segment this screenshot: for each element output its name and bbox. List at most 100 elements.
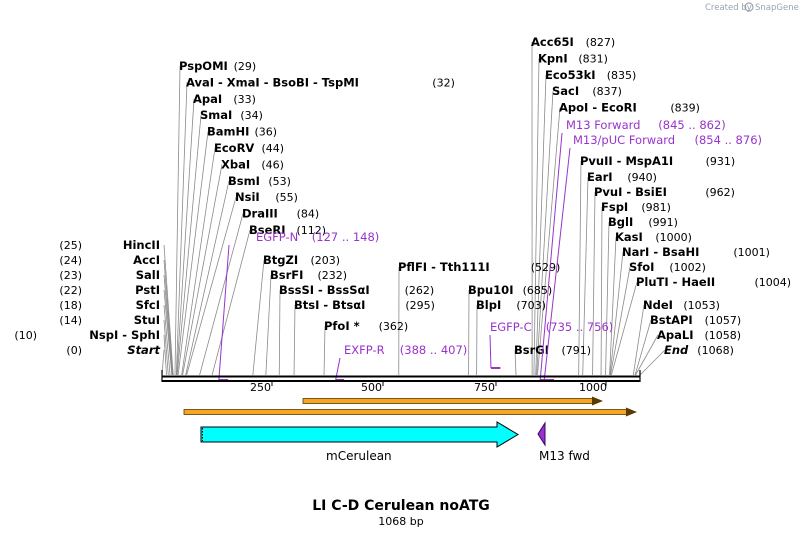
cut-site-leader-line <box>265 274 272 376</box>
cut-site-leader-line <box>514 349 517 376</box>
cut-site-leader-line <box>182 164 223 376</box>
cut-site-acc65i[interactable]: Acc65I(827) <box>531 35 615 49</box>
cut-site-sali[interactable]: SalI(23) <box>59 268 160 282</box>
cut-site-leader-line <box>537 107 561 376</box>
primer-exfp-r[interactable]: EXFP-R(388 .. 407) <box>335 343 468 381</box>
cut-site-kasi[interactable]: KasI(1000) <box>615 230 692 244</box>
cut-site-name: HincII <box>123 238 160 252</box>
cut-site-position: (1000) <box>655 231 692 244</box>
cut-site-position: (1004) <box>755 276 792 289</box>
feature-mcerulean[interactable]: mCerulean <box>200 421 519 463</box>
cut-site-stui[interactable]: StuI(14) <box>59 313 160 327</box>
cut-site-leader-line <box>632 304 645 376</box>
cut-site-sfci[interactable]: SfcI(18) <box>59 298 160 312</box>
cut-site-sfoi[interactable]: SfoI(1002) <box>629 260 706 274</box>
cut-site-ndei[interactable]: NdeI(1053) <box>643 298 720 312</box>
cut-site-pvuii-mspa1i[interactable]: PvuII - MspA1I(931) <box>580 154 735 168</box>
cut-site-name: NarI - BsaHI <box>622 245 699 259</box>
primer-m13-forward[interactable]: M13 Forward(845 .. 862) <box>539 118 726 381</box>
orf-long[interactable] <box>183 407 637 417</box>
primer-range: (735 .. 756) <box>546 320 614 334</box>
cut-site-position: (529) <box>531 261 561 274</box>
cut-site-draiii[interactable]: DraIII(84) <box>242 207 319 221</box>
cut-site-eco53ki[interactable]: Eco53kI (835) <box>545 68 636 82</box>
cut-site-bsrgi[interactable]: BsrGI(791) <box>514 343 591 357</box>
cut-site-name: BlpI <box>476 298 501 312</box>
cut-site-pluti-haeii[interactable]: PluTI - HaeII(1004) <box>636 275 791 289</box>
cut-site-end[interactable]: End(1068) <box>664 343 734 357</box>
cut-site-start[interactable]: Start (0) <box>66 343 160 357</box>
cut-site-position: (0) <box>66 344 82 357</box>
cut-site-name: AvaI - XmaI - BsoBI - TspMI <box>186 75 359 89</box>
cut-site-name: BtsI - BtsαI <box>294 298 365 312</box>
cut-site-bgli[interactable]: BglI(991) <box>608 215 678 229</box>
cut-site-kpni[interactable]: KpnI(831) <box>538 51 608 65</box>
primer-name: EGFP-N <box>256 230 298 244</box>
cut-site-bsssi-bsss-i[interactable]: BssSI - BssSαI(262) <box>279 283 434 297</box>
cut-site-name: Acc65I <box>531 35 574 49</box>
cut-site-bsmi[interactable]: BsmI(53) <box>228 174 291 188</box>
cut-site-nspi-sphi[interactable]: NspI - SphI(10) <box>14 328 160 342</box>
cut-site-name: Start <box>127 343 160 357</box>
map-title-block: LI C-D Cerulean noATG 1068 bp <box>312 498 490 528</box>
cut-site-bsrfi[interactable]: BsrFI(232) <box>270 268 347 282</box>
feature-m13-fwd[interactable]: M13 fwd <box>537 421 590 463</box>
cut-site-leader-line <box>211 229 251 376</box>
cut-site-xbai[interactable]: XbaI(46) <box>221 157 284 171</box>
cut-site-fspi[interactable]: FspI(981) <box>601 200 671 214</box>
cut-site-hincii[interactable]: HincII(25) <box>59 238 160 252</box>
cut-site-leader-lines <box>161 41 666 376</box>
cut-site-position: (835) <box>607 69 637 82</box>
orf-short[interactable] <box>302 396 603 406</box>
sequence-backbone <box>161 370 641 382</box>
cut-site-bpu10i[interactable]: Bpu10I(685) <box>468 283 552 297</box>
cut-site-leader-line <box>592 191 596 376</box>
cut-site-name: Eco53kI <box>545 68 596 82</box>
cut-site-pvui-bsiei[interactable]: PvuI - BsiEI(962) <box>594 185 735 199</box>
cut-site-leader-line <box>635 334 659 376</box>
cut-site-smai[interactable]: SmaI(34) <box>200 108 263 122</box>
cut-site-apali[interactable]: ApaLI(1058) <box>657 328 741 342</box>
cut-site-name: PfoI * <box>324 319 360 333</box>
cut-site-leader-line <box>186 197 237 376</box>
feature-label-m13fwd: M13 fwd <box>539 449 590 463</box>
cut-site-position: (1053) <box>683 299 720 312</box>
cut-site-apai[interactable]: ApaI(33) <box>193 92 256 106</box>
cut-site-position: (10) <box>14 329 37 342</box>
cut-site-name: SfoI <box>629 260 654 274</box>
primer-leader-line <box>539 132 563 381</box>
cut-site-leader-line <box>609 251 624 376</box>
cut-site-position: (44) <box>262 142 285 155</box>
cut-site-bstapi[interactable]: BstAPI (1057) <box>650 313 741 327</box>
cut-site-blpi[interactable]: BlpI(703) <box>476 298 546 312</box>
cut-site-leader-line <box>175 82 188 376</box>
cut-site-leader-line <box>634 319 652 376</box>
cut-site-position: (1057) <box>705 314 742 327</box>
cut-site-apoi-ecori[interactable]: ApoI - EcoRI(839) <box>559 101 700 115</box>
cut-site-psti[interactable]: PstI(22) <box>59 283 160 297</box>
cut-site-avai-xmai-bsobi-tspmi[interactable]: AvaI - XmaI - BsoBI - TspMI(32) <box>186 75 455 89</box>
cut-site-acci[interactable]: AccI(24) <box>59 253 160 267</box>
cut-site-btgzi[interactable]: BtgZI(203) <box>263 253 340 267</box>
feature-label-mcerulean: mCerulean <box>326 449 392 463</box>
ruler-tick-label: 1000 <box>579 381 607 394</box>
primer-egfp-n[interactable]: EGFP-N(127 .. 148) <box>218 230 379 381</box>
cut-site-position: (791) <box>562 344 592 357</box>
cut-site-eari[interactable]: EarI(940) <box>587 170 657 184</box>
cut-site-name: BstAPI <box>650 313 693 327</box>
cut-site-pfoi-[interactable]: PfoI *(362) <box>324 319 408 333</box>
cut-site-btsi-bts-i[interactable]: BtsI - BtsαI(295) <box>294 298 435 312</box>
cut-site-name: SacI <box>552 84 579 98</box>
cut-site-ecorv[interactable]: EcoRV(44) <box>214 141 284 155</box>
cut-site-saci[interactable]: SacI(837) <box>552 84 622 98</box>
cut-site-pspomi[interactable]: PspOMI(29) <box>179 59 256 73</box>
primer-leader-line <box>543 147 571 381</box>
cut-site-nsii[interactable]: NsiI(55) <box>235 190 298 204</box>
cut-site-nari-bsahi[interactable]: NarI - BsaHI(1001) <box>622 245 770 259</box>
cut-site-pflfi-tth111i[interactable]: PflFI - Tth111I(529) <box>398 260 560 274</box>
cut-site-bamhi[interactable]: BamHI(36) <box>207 125 277 139</box>
cut-site-position: (1058) <box>705 329 742 342</box>
primer-egfp-c[interactable]: EGFP-C(735 .. 756) <box>489 320 614 369</box>
cut-site-bseri[interactable]: BseRI(112) <box>249 223 326 237</box>
cut-site-name: BglI <box>608 215 633 229</box>
